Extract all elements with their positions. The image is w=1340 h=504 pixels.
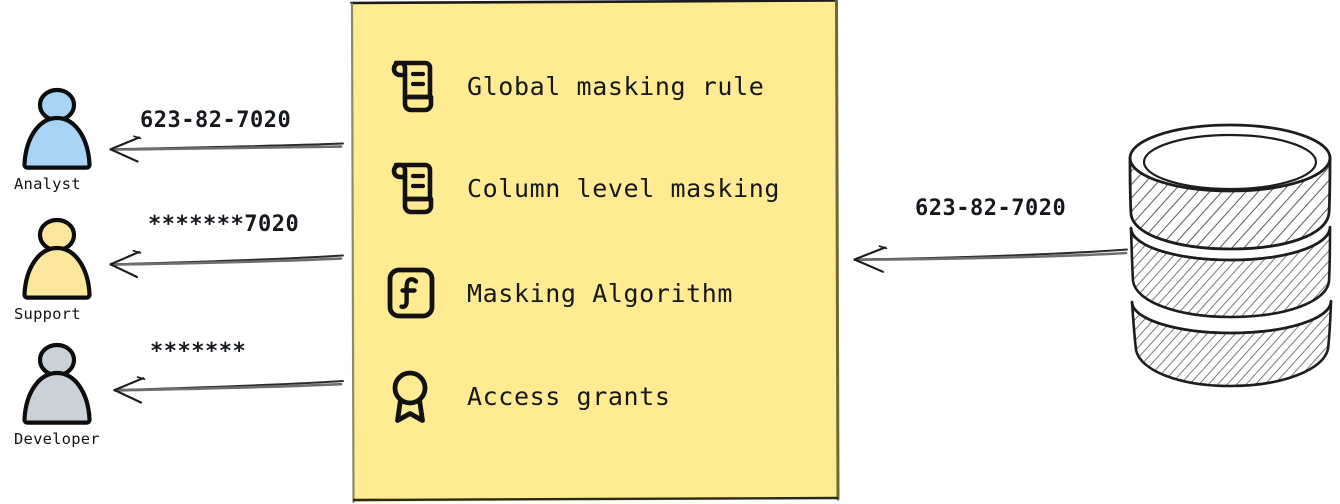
actor-label: Developer <box>14 430 100 448</box>
actor-label: Analyst <box>14 175 81 193</box>
scroll-icon <box>383 57 437 115</box>
card-row-label: Access grants <box>467 381 671 411</box>
flow-label-source: 623-82-7020 <box>915 196 1067 221</box>
card-row-global-masking-rule[interactable]: Global masking rule <box>383 54 764 118</box>
actor-label: Support <box>14 305 81 323</box>
actor-support: Support <box>10 212 130 323</box>
card-row-access-grants[interactable]: Access grants <box>383 364 670 428</box>
card-background <box>345 0 841 504</box>
person-icon <box>16 212 98 304</box>
card-row-masking-algorithm[interactable]: Masking Algorithm <box>383 261 733 325</box>
flow-label-analyst: 623-82-7020 <box>140 108 292 133</box>
card-row-label: Column level masking <box>467 173 781 203</box>
person-icon <box>16 82 98 174</box>
card-row-column-level-masking[interactable]: Column level masking <box>383 156 780 220</box>
flow-label-developer: ******* <box>150 339 247 364</box>
actor-analyst: Analyst <box>10 82 130 193</box>
card-rows: Global masking rule Column level masking <box>345 0 841 504</box>
arrow-left-icon <box>96 128 346 164</box>
masking-policy-card: Global masking rule Column level masking <box>345 0 841 504</box>
actor-developer: Developer <box>10 337 130 448</box>
person-icon <box>16 337 98 429</box>
arrow-left-icon <box>840 238 1130 274</box>
database-icon <box>1118 118 1340 408</box>
card-row-label: Masking Algorithm <box>467 278 734 308</box>
award-icon <box>383 367 437 425</box>
scroll-icon <box>383 159 437 217</box>
flow-label-support: *******7020 <box>148 212 300 237</box>
function-icon <box>383 264 437 322</box>
card-row-label: Global masking rule <box>467 71 765 101</box>
arrow-left-icon <box>96 243 346 279</box>
arrow-left-icon <box>96 368 346 404</box>
